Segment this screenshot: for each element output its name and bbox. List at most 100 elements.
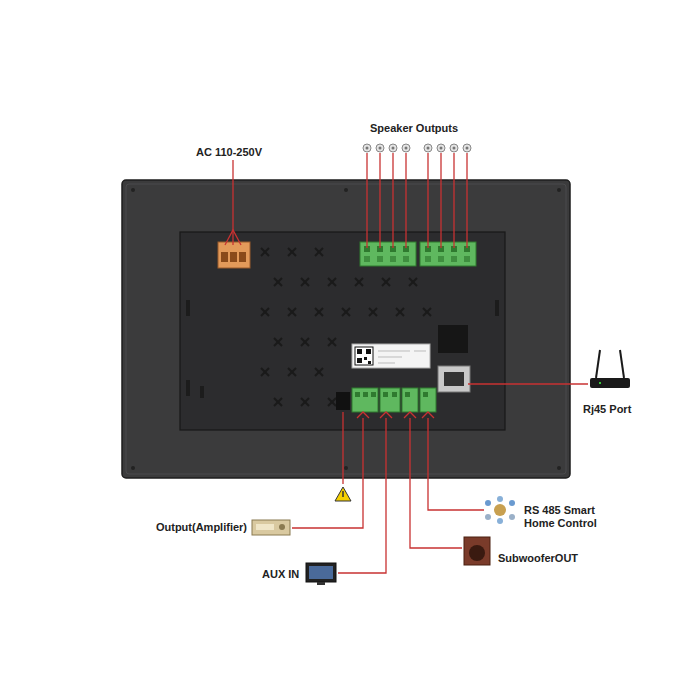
- clips: [186, 300, 499, 398]
- terminal-slot: [451, 256, 457, 262]
- ac-connector: [218, 242, 250, 268]
- vent-pattern: [261, 248, 431, 406]
- terminal-slot: [438, 256, 444, 262]
- terminal-screws: [355, 392, 428, 397]
- qr-pattern: [357, 349, 371, 364]
- callout-label: AUX IN: [262, 568, 306, 581]
- wire-end-core: [379, 147, 382, 150]
- screw: [557, 466, 561, 470]
- vent: [274, 398, 282, 406]
- vent: [328, 338, 336, 346]
- amplifier-icon: [252, 520, 290, 535]
- switch: [336, 392, 350, 410]
- vent: [328, 398, 336, 406]
- vent: [369, 308, 377, 316]
- speaker-wire: [466, 153, 467, 248]
- vent: [328, 278, 336, 286]
- rear-housing: [180, 232, 505, 430]
- wire-end-core: [440, 147, 443, 150]
- serial-sticker: [352, 344, 430, 368]
- hub: [494, 504, 506, 516]
- vent: [288, 308, 296, 316]
- speaker-wire: [427, 153, 428, 248]
- terminal-slot: [364, 256, 370, 262]
- device: [509, 500, 515, 506]
- callout-label: Rj45 Port: [583, 403, 663, 416]
- screw: [557, 188, 561, 192]
- vent: [315, 368, 323, 376]
- leader-line: [342, 412, 343, 484]
- leader-line: [292, 418, 363, 528]
- vent: [301, 398, 309, 406]
- wire-end-icon: [402, 144, 410, 152]
- speaker-wire: [440, 153, 441, 248]
- sticker-line: [378, 363, 395, 364]
- callout-label: AC 110-250V: [196, 146, 286, 159]
- vent: [274, 398, 282, 406]
- led: [599, 382, 601, 384]
- callout-label: Output(Amplifier): [130, 521, 247, 534]
- wire-end-icon: [376, 144, 384, 152]
- terminal-slot: [464, 256, 470, 262]
- vent: [315, 368, 323, 376]
- sticker-line: [378, 357, 402, 358]
- screw: [392, 392, 397, 397]
- device: [485, 514, 491, 520]
- vent: [355, 278, 363, 286]
- pin: [221, 252, 228, 262]
- vent: [328, 278, 336, 286]
- wire-end-icon: [389, 144, 397, 152]
- leader-line: [232, 160, 233, 230]
- vent: [261, 308, 269, 316]
- vent: [342, 308, 350, 316]
- clip: [200, 386, 204, 398]
- vent: [288, 248, 296, 256]
- qr-cell: [357, 349, 362, 354]
- vent: [288, 368, 296, 376]
- speaker-wire: [405, 153, 406, 248]
- vent: [423, 308, 431, 316]
- screw: [131, 466, 135, 470]
- monitor-screen: [309, 566, 333, 579]
- clip: [495, 300, 499, 316]
- leader-line: [428, 418, 484, 510]
- qr-cell: [368, 361, 371, 364]
- speaker-wire: [366, 153, 367, 248]
- leader-line: [232, 230, 233, 245]
- speaker-terminal-block: [360, 242, 416, 266]
- warning-mark: [342, 491, 344, 497]
- wire-end-core: [366, 147, 369, 150]
- vent: [355, 278, 363, 286]
- subwoofer-icon: [464, 537, 490, 565]
- wire-end-core: [466, 147, 469, 150]
- vent: [261, 308, 269, 316]
- leader-line: [357, 412, 369, 418]
- ac-pins: [221, 252, 246, 262]
- vent: [261, 368, 269, 376]
- vent: [274, 278, 282, 286]
- vent: [396, 308, 404, 316]
- antenna: [596, 350, 600, 378]
- screws: [131, 188, 561, 470]
- terminal-block: [420, 388, 436, 412]
- terminal-slot: [390, 256, 396, 262]
- terminal-slot: [403, 256, 409, 262]
- screw: [344, 188, 348, 192]
- vent: [301, 398, 309, 406]
- vent: [301, 338, 309, 346]
- screw: [363, 392, 368, 397]
- vent: [382, 278, 390, 286]
- speaker-wire: [453, 153, 454, 248]
- sticker-line: [414, 351, 426, 352]
- vent: [409, 278, 417, 286]
- screw: [423, 392, 428, 397]
- vent: [315, 248, 323, 256]
- qr-cell: [357, 358, 362, 363]
- vent: [288, 308, 296, 316]
- port-cover: [438, 325, 468, 353]
- terminal-block: [380, 388, 400, 412]
- vent: [261, 248, 269, 256]
- subwoofer-cone: [469, 545, 485, 561]
- sticker-lines: [378, 351, 426, 363]
